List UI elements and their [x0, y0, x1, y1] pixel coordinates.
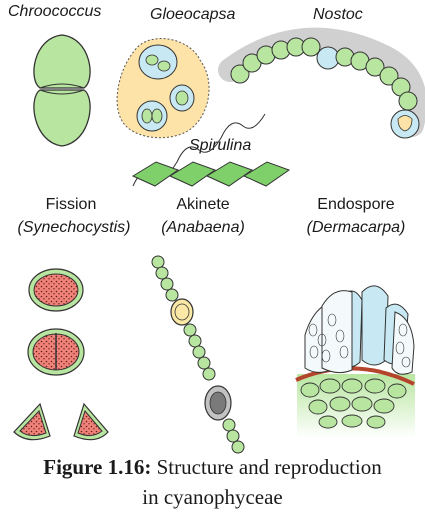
label-gloeocapsa: Gloeocapsa: [150, 6, 236, 23]
anabaena-filament: [151, 255, 245, 454]
chroococcus-cells: [33, 34, 91, 147]
label-dermacarpa: (Dermacarpa): [306, 219, 406, 236]
figure-number: Figure 1.16:: [43, 455, 152, 479]
label-anabaena: (Anabaena): [161, 219, 245, 236]
label-chroococcus: Chroococcus: [8, 3, 102, 20]
label-spirulina: Spirulina: [189, 137, 252, 154]
label-endospore: Endospore: [317, 196, 395, 213]
label-nostoc: Nostoc: [313, 6, 363, 23]
gloeocapsa-colony: [116, 38, 210, 139]
spirulina-filament: [131, 113, 291, 187]
diagram-artwork: [13, 27, 425, 454]
dermacarpa-sporangium: [295, 285, 415, 438]
fission-cells: [13, 268, 109, 441]
label-fission: Fission: [45, 196, 97, 213]
label-akinete: Akinete: [176, 196, 230, 213]
nostoc-filament: [218, 27, 425, 139]
caption-line-1: Structure and reproduction: [156, 455, 382, 479]
caption-line-2: in cyanophyceae: [142, 485, 283, 509]
figure-caption: Figure 1.16: Structure and reproduction …: [0, 452, 425, 512]
label-synechocystis: (Synechocystis): [17, 219, 131, 236]
